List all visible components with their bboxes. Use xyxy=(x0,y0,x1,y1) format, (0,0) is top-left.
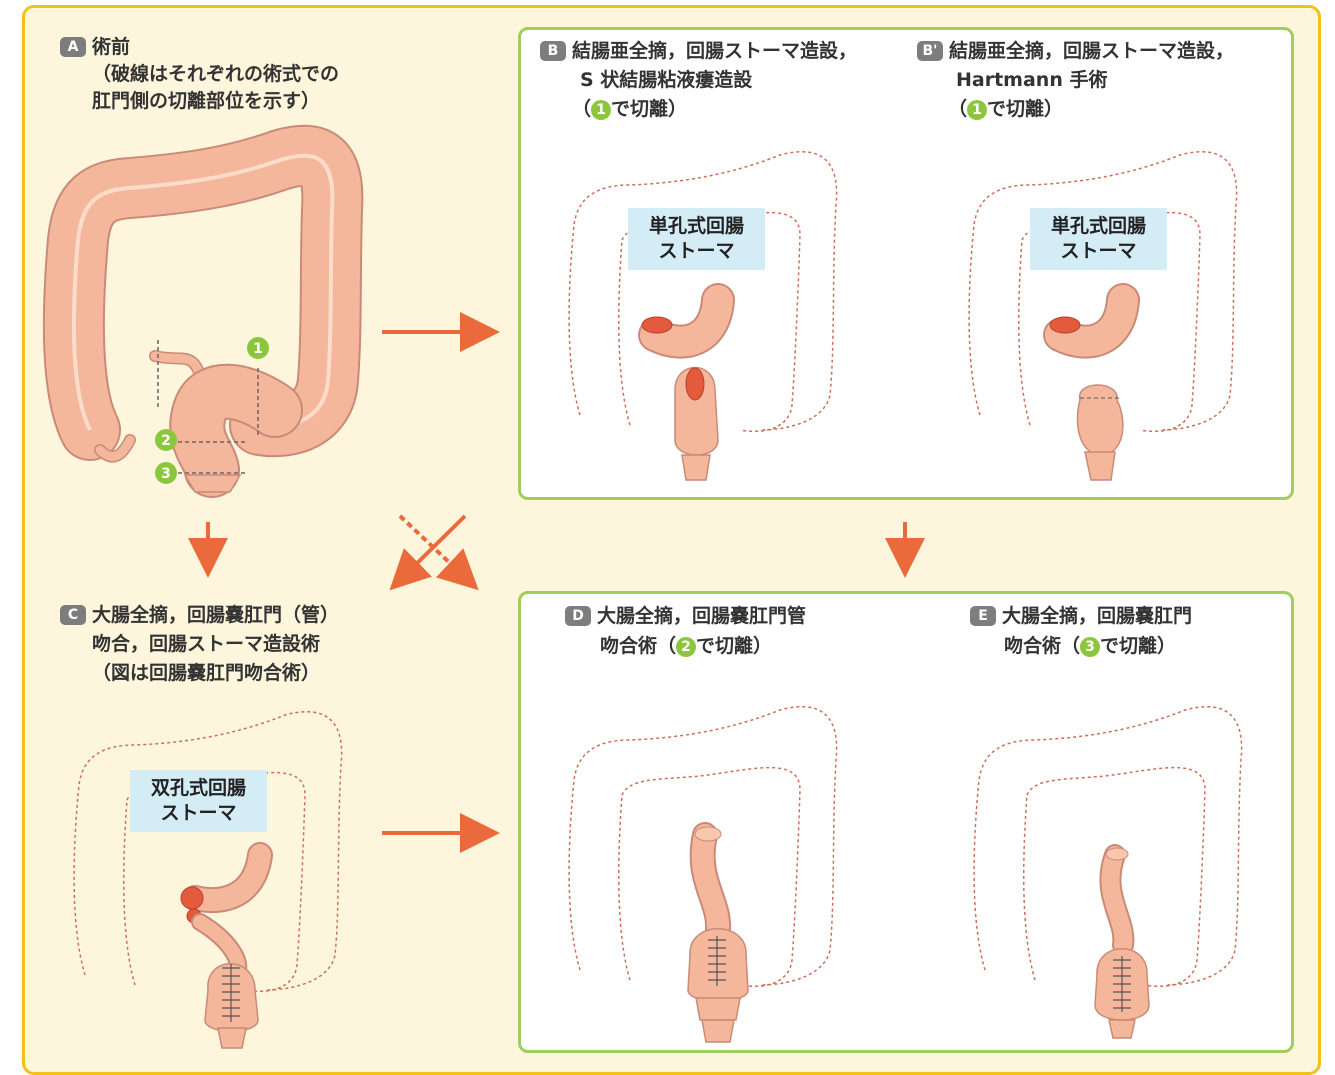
badge-d: D xyxy=(565,606,591,626)
panel-c-title-3: （図は回腸嚢肛門吻合術） xyxy=(58,660,320,687)
ileostomy-and-mucous-fistula xyxy=(630,280,750,490)
stoma-label-b: 単孔式回腸ストーマ xyxy=(628,208,765,270)
stoma-label-c: 双孔式回腸ストーマ xyxy=(130,770,267,832)
badge-c: C xyxy=(60,605,86,625)
panel-b-title-2: S 状結腸粘液瘻造設 xyxy=(580,67,752,94)
panel-c-title-2: 吻合，回腸ストーマ造設術 xyxy=(58,631,320,658)
badge-b-prime: B' xyxy=(917,41,943,61)
ileal-pouch-anal-canal-anastomosis xyxy=(660,820,780,1050)
ileal-pouch-anal-anastomosis xyxy=(1065,840,1185,1050)
loop-ileostomy-ileal-pouch xyxy=(170,840,290,1050)
badge-b: B xyxy=(540,41,566,61)
badge-e: E xyxy=(970,606,996,626)
panel-b2-title-2: Hartmann 手術 xyxy=(956,67,1107,94)
panel-b2-title-1: B'結腸亜全摘，回腸ストーマ造設， xyxy=(917,38,1234,65)
stoma-label-b2: 単孔式回腸ストーマ xyxy=(1030,208,1167,270)
ileostomy-and-hartmann-stump xyxy=(1035,280,1155,490)
